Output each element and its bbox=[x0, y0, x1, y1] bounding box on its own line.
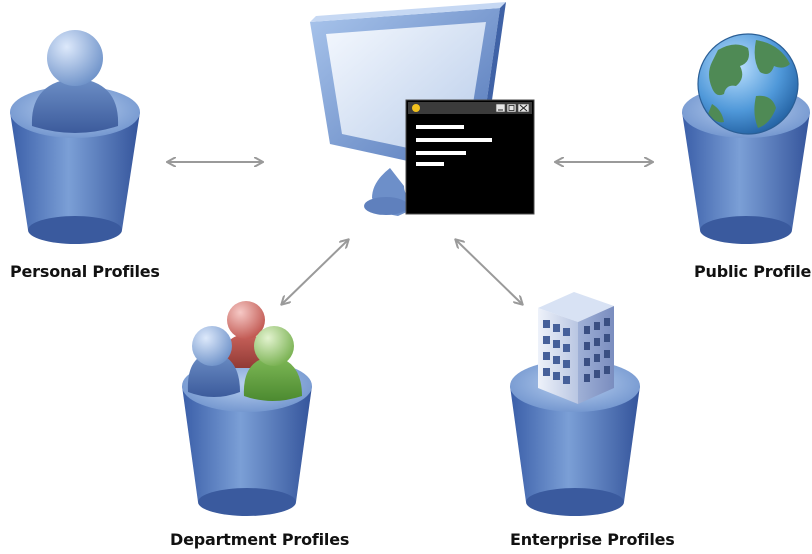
group-icon bbox=[187, 301, 302, 401]
public-bucket bbox=[682, 33, 810, 244]
person-icon bbox=[31, 30, 119, 133]
arrow-department bbox=[282, 240, 348, 304]
personal-profiles-label: Personal Profiles bbox=[10, 262, 160, 281]
globe-icon bbox=[697, 33, 799, 135]
department-bucket bbox=[182, 301, 312, 516]
building-icon bbox=[538, 292, 614, 404]
terminal-window-icon bbox=[405, 99, 535, 215]
arrow-enterprise bbox=[456, 240, 522, 304]
public-profiles-label: Public Profiles bbox=[694, 262, 812, 281]
enterprise-profiles-label: Enterprise Profiles bbox=[510, 530, 675, 549]
enterprise-bucket bbox=[510, 292, 640, 516]
connector-arrows bbox=[168, 162, 652, 304]
personal-bucket bbox=[10, 30, 140, 244]
department-profiles-label: Department Profiles bbox=[170, 530, 350, 549]
